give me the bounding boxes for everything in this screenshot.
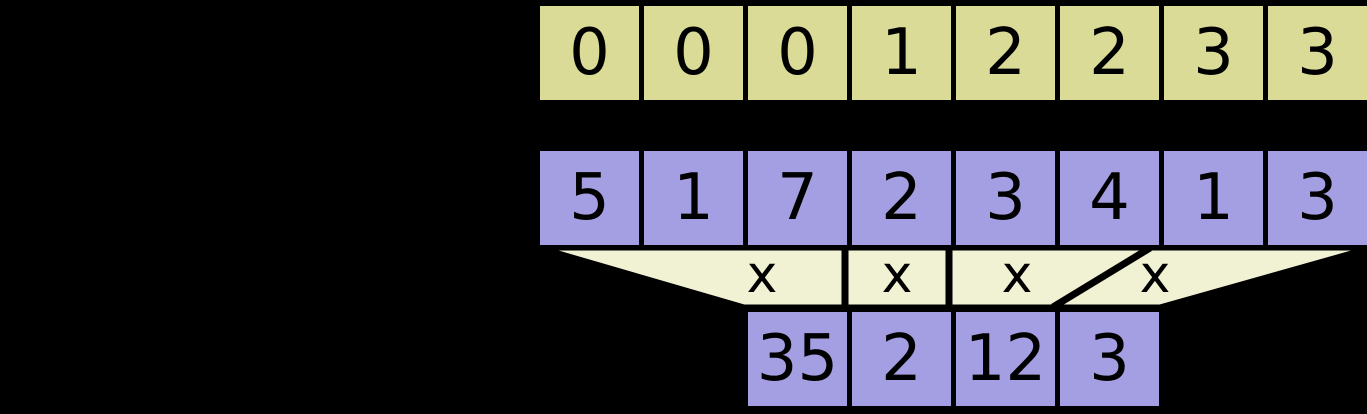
keys-cell: 0 — [535, 1, 644, 105]
result-cell: 35 — [743, 307, 852, 411]
funnel-shape — [547, 247, 1363, 308]
multiply-operator-label: x — [1002, 245, 1033, 305]
result-cell: 2 — [847, 307, 956, 411]
values-cell: 1 — [1159, 146, 1268, 250]
multiply-operator-label: x — [1140, 245, 1171, 305]
values-cell: 1 — [639, 146, 748, 250]
keys-row: 0 0 0 1 2 2 3 3 — [535, 1, 1367, 105]
values-cell: 3 — [951, 146, 1060, 250]
result-cell: 3 — [1055, 307, 1164, 411]
multiply-operator-label: x — [882, 245, 913, 305]
keys-cell: 3 — [1263, 1, 1367, 105]
keys-cell: 2 — [1055, 1, 1164, 105]
values-cell: 3 — [1263, 146, 1367, 250]
keys-cell: 2 — [951, 1, 1060, 105]
results-row: 35 2 12 3 — [743, 307, 1164, 411]
result-cell: 12 — [951, 307, 1060, 411]
segment-divider-diagonal — [1051, 245, 1152, 310]
keys-cell: 1 — [847, 1, 956, 105]
multiply-operator-label: x — [747, 245, 778, 305]
keys-cell: 0 — [639, 1, 748, 105]
values-cell: 4 — [1055, 146, 1164, 250]
values-cell: 5 — [535, 146, 644, 250]
